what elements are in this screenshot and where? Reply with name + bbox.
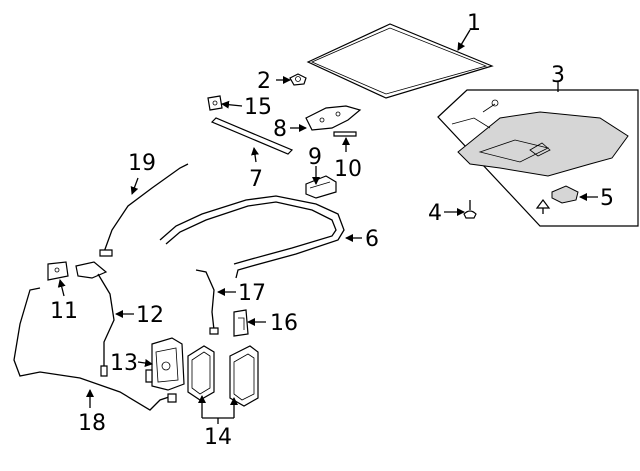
callout-9: 9: [308, 145, 322, 170]
part-3-box: [437, 89, 639, 227]
callout-17: 17: [238, 281, 266, 306]
part-9-latch: [305, 175, 337, 199]
part-13-latch: [145, 337, 185, 391]
callout-16: 16: [270, 311, 298, 336]
callout-8: 8: [273, 117, 287, 142]
callout-6: 6: [365, 227, 379, 252]
callout-14: 14: [204, 425, 232, 450]
part-10-pin: [333, 131, 357, 137]
part-4-clip: [463, 200, 477, 219]
part-16-bracket: [233, 309, 249, 337]
part-5-clip: [535, 199, 551, 214]
callout-3: 3: [551, 63, 565, 88]
part-19-cable: [99, 163, 189, 257]
part-11-bracket: [47, 261, 69, 281]
leader-lines: [57, 29, 598, 424]
callout-19: 19: [128, 151, 156, 176]
part-18-cable: [13, 287, 177, 411]
callout-13: 13: [110, 351, 138, 376]
part-7-rail: [210, 117, 294, 155]
callout-12: 12: [136, 303, 164, 328]
callout-5: 5: [600, 186, 614, 211]
callout-4: 4: [428, 201, 442, 226]
callout-10: 10: [334, 157, 362, 182]
callout-1: 1: [467, 11, 481, 36]
part-6-seal: [159, 195, 345, 279]
part-14-panels: [187, 345, 259, 407]
part-8-bracket: [305, 105, 362, 131]
part-17-cable: [195, 269, 219, 335]
callout-7: 7: [249, 167, 263, 192]
callout-2: 2: [257, 69, 271, 94]
part-1-panel: [306, 23, 494, 99]
part-2-nut: [289, 73, 307, 86]
callout-15: 15: [244, 95, 272, 120]
callout-18: 18: [78, 411, 106, 436]
callout-11: 11: [50, 299, 78, 324]
part-15-bracket: [207, 95, 223, 111]
part-12-cable: [75, 261, 115, 377]
